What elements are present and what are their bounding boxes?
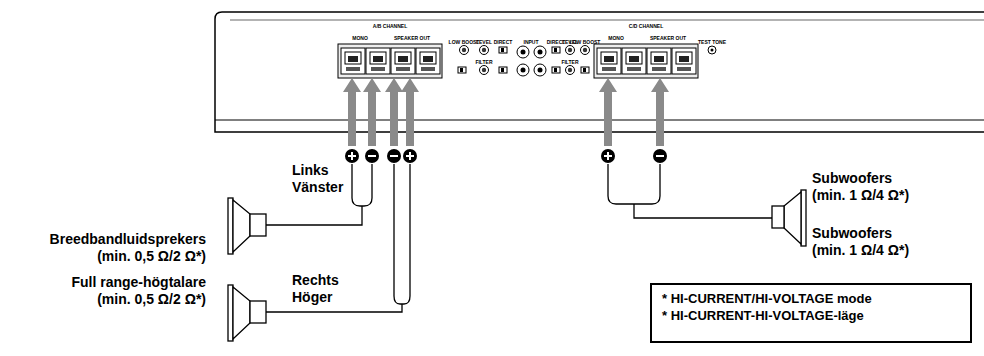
speaker-label: (min. 1 Ω/4 Ω*)	[812, 187, 909, 203]
note-text: * HI-CURRENT-HI-VOLTAGE-läge	[662, 308, 960, 325]
panel-label: SPEAKER OUT	[650, 36, 686, 41]
wire-arrow	[343, 78, 669, 146]
speaker-label: (min. 0,5 Ω/2 Ω*)	[97, 248, 206, 264]
terminal-block	[338, 44, 442, 78]
speaker-label: Breedbandluidsprekers	[50, 231, 206, 247]
panel-label: SPEAKER OUT	[394, 36, 430, 41]
polarity-symbol	[345, 149, 667, 163]
panel-label: INPUT	[524, 40, 539, 45]
speaker-label: Höger	[292, 289, 332, 305]
speaker-label: Subwoofers	[812, 170, 892, 186]
panel-label: A/B CHANNEL	[373, 24, 407, 29]
amplifier-body	[215, 12, 984, 132]
panel-label: DIRECT	[494, 40, 513, 45]
speaker-label: Links	[292, 162, 329, 178]
panel-label: LEVEL	[476, 40, 492, 45]
controls	[458, 46, 716, 77]
panel-label: LOW BOOST	[449, 40, 480, 45]
panel-label: C/D CHANNEL	[629, 24, 663, 29]
panel-label: FILTER	[475, 60, 492, 65]
panel-label: MONO	[608, 36, 624, 41]
speaker-label: Vänster	[292, 179, 343, 195]
note-text: * HI-CURRENT/HI-VOLTAGE mode	[662, 291, 960, 308]
speaker-label: Subwoofers	[812, 225, 892, 241]
speaker-label: Rechts	[292, 272, 339, 288]
speaker-label: Full range-högtalare	[71, 274, 206, 290]
speaker-label: (min. 0,5 Ω/2 Ω*)	[97, 291, 206, 307]
terminal-block	[594, 44, 698, 78]
panel-label: TEST TONE	[698, 40, 726, 45]
speaker-label: (min. 1 Ω/4 Ω*)	[812, 242, 909, 258]
panel-label: LOW BOOST	[570, 40, 601, 45]
note-box: * HI-CURRENT/HI-VOLTAGE mode* HI-CURRENT…	[650, 283, 972, 343]
panel-label: MONO	[352, 36, 368, 41]
panel-label: FILTER	[561, 60, 578, 65]
